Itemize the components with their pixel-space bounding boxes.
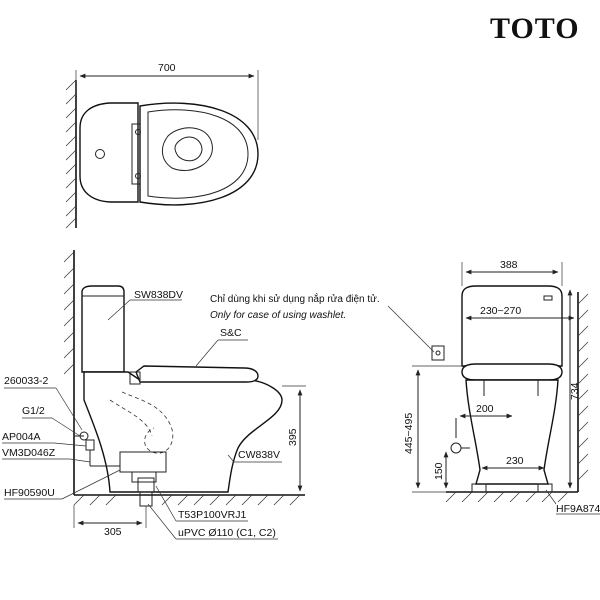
outlet-icon — [431, 345, 445, 361]
label-tank: SW838DV — [134, 289, 183, 301]
wall-hatch-front — [577, 293, 589, 481]
wall-hatch-top — [65, 79, 77, 229]
floor-hatch-front — [445, 491, 569, 503]
label-part-ap004a: AP004A — [2, 431, 41, 443]
dim-388: 388 — [500, 259, 518, 271]
dim-395: 395 — [287, 428, 299, 446]
label-part-260033: 260033-2 — [4, 375, 49, 387]
label-pipe: uPVC Ø110 (C1, C2) — [178, 527, 276, 539]
dim-230-270: 230~270 — [480, 305, 521, 317]
note-vi: Chỉ dùng khi sử dụng nắp rửa điện tử. — [210, 292, 380, 305]
floor-hatch-side — [73, 494, 301, 506]
label-part-vm3d046z: VM3D046Z — [2, 447, 56, 459]
dim-200: 200 — [476, 403, 494, 415]
label-part-g12: G1/2 — [22, 405, 45, 417]
brand-logo: TOTO — [490, 12, 580, 45]
top-view: 700 — [65, 62, 259, 229]
dim-305: 305 — [104, 526, 122, 538]
label-bowl: CW838V — [238, 449, 280, 461]
dim-734: 734 — [569, 382, 581, 400]
label-hf9a874: HF9A874 — [556, 503, 600, 515]
dim-445-495: 445~495 — [403, 413, 415, 454]
front-view: 388 230~270 734 445~495 200 150 230 HF9A… — [403, 259, 600, 515]
washlet-note: Chỉ dùng khi sử dụng nắp rửa điện tử. On… — [210, 292, 445, 361]
dim-230: 230 — [506, 455, 524, 467]
side-view: 395 305 SW838DV S&C CW838V 260033-2 G1/2… — [2, 250, 306, 540]
dim-700: 700 — [158, 62, 176, 74]
label-flange: T53P100VRJ1 — [178, 509, 246, 521]
wall-hatch-side — [63, 251, 75, 375]
label-part-hf90590u: HF90590U — [4, 487, 55, 499]
dim-150: 150 — [433, 462, 445, 480]
label-seat: S&C — [220, 327, 242, 339]
note-en: Only for case of using washlet. — [210, 310, 346, 321]
